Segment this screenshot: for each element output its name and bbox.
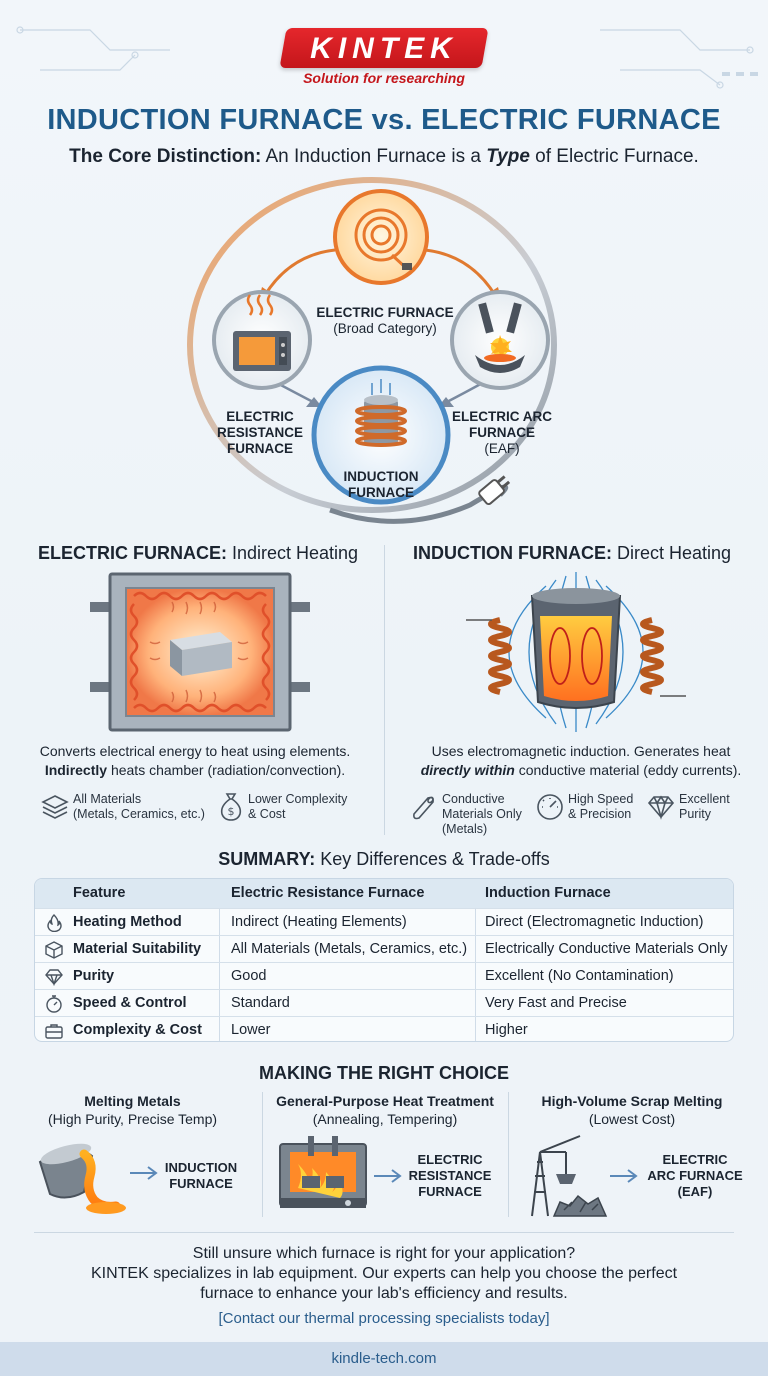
induction-description: Uses electromagnetic induction. Generate… — [420, 743, 742, 778]
electric-furnace-node — [333, 189, 429, 285]
table-row: Complexity & Cost Lower Higher — [35, 1016, 733, 1041]
table-row: Purity Good Excellent (No Contamination) — [35, 962, 733, 989]
logo: KINTEK — [310, 32, 458, 65]
column-header-feature: Feature — [73, 885, 126, 901]
tagline: Solution for researching — [303, 70, 465, 86]
arrow-right-icon — [130, 1166, 158, 1180]
footer-site-link[interactable]: kindle-tech.com — [331, 1350, 437, 1367]
subtitle-emphasis: Type — [486, 146, 530, 167]
cta-text: Still unsure which furnace is right for … — [90, 1245, 678, 1302]
choice-divider — [262, 1092, 263, 1217]
cta-divider — [34, 1232, 734, 1233]
table-header-row: Feature Electric Resistance Furnace Indu… — [35, 879, 733, 908]
svg-text:$: $ — [228, 805, 235, 818]
column-header-induction: Induction Furnace — [485, 885, 611, 901]
circuit-decoration — [16, 26, 758, 89]
diamond-icon — [647, 795, 675, 820]
gauge-icon — [537, 794, 563, 820]
money-bag-icon: $ — [220, 793, 242, 821]
resistance-furnace-illustration — [90, 572, 310, 732]
page-subtitle: The Core Distinction: An Induction Furna… — [0, 146, 768, 168]
label-arc-furnace: ELECTRIC ARC FURNACE (EAF) — [452, 409, 552, 456]
ladle-pour-icon — [38, 1143, 126, 1214]
stopwatch-icon — [46, 995, 62, 1013]
feature-all-materials: All Materials(Metals, Ceramics, etc.) — [73, 792, 205, 821]
choice-melting-metals: Melting Metals(High Purity, Precise Temp… — [47, 1093, 218, 1127]
heat-treatment-oven-icon — [279, 1136, 367, 1208]
electrode-arc-icon — [475, 302, 525, 373]
electric-section-head: ELECTRIC FURNACE: Indirect Heating — [38, 543, 359, 563]
plug-icon — [478, 475, 511, 506]
label-induction-furnace: INDUCTION FURNACE — [343, 469, 419, 500]
table-row: Heating Method Indirect (Heating Element… — [35, 908, 733, 935]
induction-section-head: INDUCTION FURNACE: Direct Heating — [413, 543, 732, 563]
subtitle-text-a: An Induction Furnace is a — [261, 146, 487, 167]
cylinder-rod-icon — [413, 796, 434, 820]
cube-icon — [45, 941, 63, 959]
contact-link[interactable]: [Contact our thermal processing speciali… — [218, 1310, 550, 1327]
induction-furnace-illustration — [466, 572, 686, 732]
layers-icon — [41, 795, 69, 819]
diamond-icon — [45, 969, 63, 986]
label-resistance-furnace: ELECTRIC RESISTANCE FURNACE — [216, 409, 303, 456]
electric-description: Converts electrical energy to heat using… — [39, 743, 351, 778]
briefcase-icon — [45, 1024, 63, 1039]
column-header-resistance: Electric Resistance Furnace — [231, 885, 425, 901]
scrap-crane-icon — [531, 1135, 608, 1217]
arrow-right-icon — [374, 1169, 402, 1183]
feature-high-speed: High Speed& Precision — [568, 792, 634, 821]
column-divider — [384, 545, 385, 835]
table-row: Material Suitability All Materials (Meta… — [35, 935, 733, 962]
subtitle-text-b: of Electric Furnace. — [529, 146, 699, 167]
hierarchy-diagram — [187, 177, 557, 524]
footer-bar — [0, 1342, 768, 1376]
page-title: INDUCTION FURNACE vs. ELECTRIC FURNACE — [47, 104, 721, 136]
summary-title: SUMMARY: Key Differences & Trade-offs — [218, 849, 550, 869]
summary-table: Feature Electric Resistance Furnace Indu… — [34, 878, 734, 1042]
choice-scrap-melting: High-Volume Scrap Melting(Lowest Cost) — [541, 1093, 723, 1127]
choice-heat-treatment: General-Purpose Heat Treatment(Annealing… — [276, 1093, 494, 1127]
subtitle-lead: The Core Distinction: — [69, 146, 262, 167]
oven-icon — [233, 294, 291, 371]
table-row: Speed & Control Standard Very Fast and P… — [35, 989, 733, 1016]
arrow-right-icon — [610, 1169, 638, 1183]
choice-title: MAKING THE RIGHT CHOICE — [259, 1063, 509, 1083]
choice-divider — [508, 1092, 509, 1217]
feature-lower-cost: Lower Complexity& Cost — [248, 792, 348, 821]
induction-coil-icon — [355, 379, 407, 447]
flame-icon — [47, 914, 62, 932]
label-electric-furnace: ELECTRIC FURNACE (Broad Category) — [316, 305, 454, 336]
